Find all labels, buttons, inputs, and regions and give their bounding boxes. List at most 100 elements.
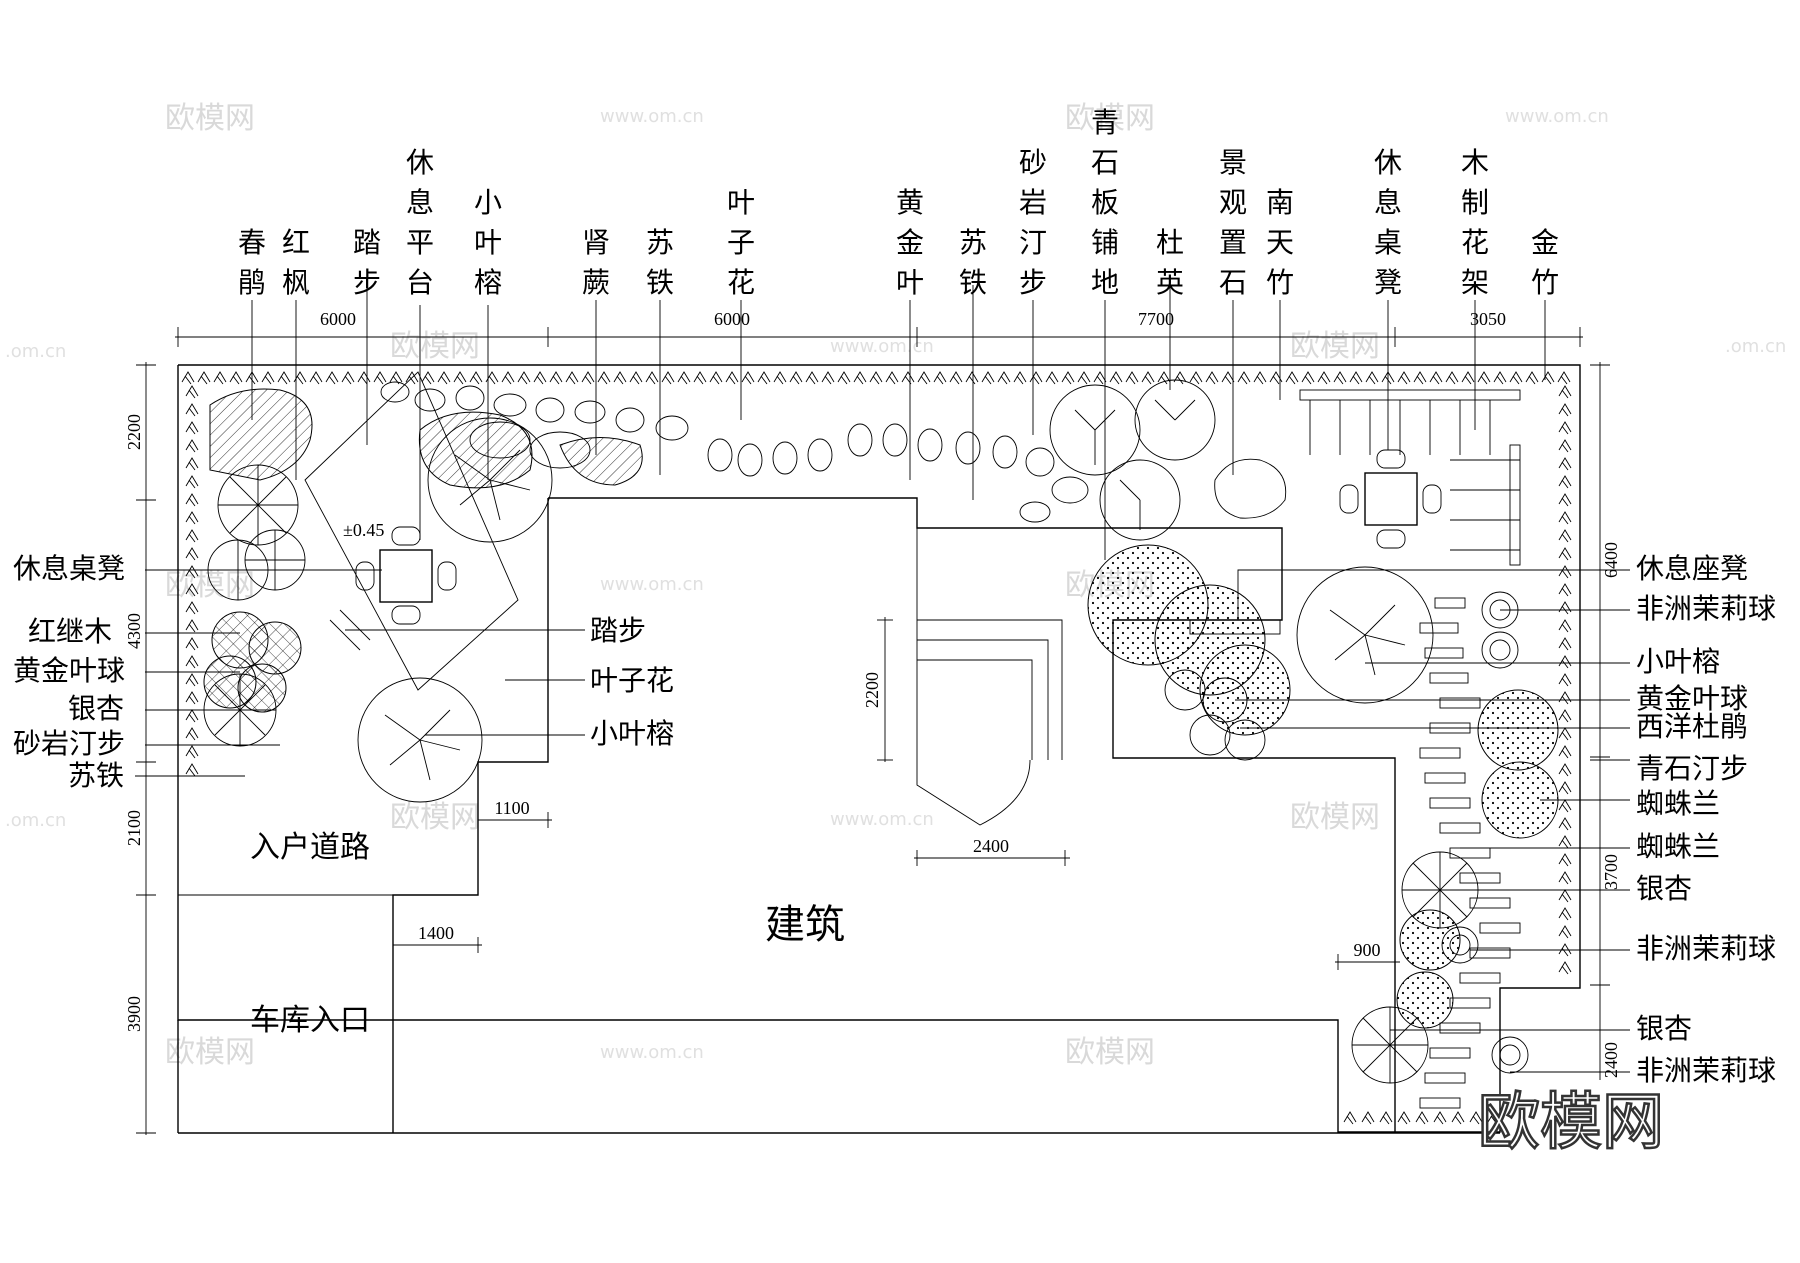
brand-logo-text: 欧模网 bbox=[1478, 1085, 1664, 1158]
table-left bbox=[379, 549, 433, 603]
label-top-shenjue: 肾蕨 bbox=[582, 226, 610, 299]
door-swing bbox=[916, 759, 1031, 826]
watermark-site: www.om.cn bbox=[830, 809, 934, 830]
watermark-tile: 欧模网 bbox=[165, 101, 255, 136]
leader-lines bbox=[135, 270, 1630, 1073]
watermark-site: .om.cn bbox=[5, 810, 66, 831]
dim-top-4: 3050 bbox=[1470, 309, 1506, 329]
watermark-tile: 欧模网 bbox=[1065, 101, 1155, 136]
watermark-tile: 欧模网 bbox=[390, 800, 480, 835]
dim-right-3: 2400 bbox=[1601, 1042, 1621, 1078]
dim-right-2: 3700 bbox=[1601, 854, 1621, 890]
label-top-xiuxi-pingtai: 休息平台 bbox=[406, 146, 434, 299]
watermark-site: www.om.cn bbox=[600, 574, 704, 595]
label-right-yinxing-2: 银杏 bbox=[1636, 1012, 1692, 1045]
site-outline bbox=[177, 364, 1581, 1134]
label-right-feizhou-molihua-3: 非洲茉莉球 bbox=[1636, 1054, 1776, 1087]
wooden-pergola bbox=[1299, 389, 1521, 566]
label-top-jinzhu: 金竹 bbox=[1531, 226, 1559, 299]
label-left-xiuxi-zhuodeng: 休息桌凳 bbox=[13, 552, 125, 585]
dim-top-1: 6000 bbox=[320, 309, 356, 329]
label-top-tabu: 踏步 bbox=[353, 226, 381, 299]
label-right-feizhou-molihua-1: 非洲茉莉球 bbox=[1636, 592, 1776, 625]
label-elevation: ±0.45 bbox=[343, 520, 384, 540]
label-top-chunjuan: 春鹃 bbox=[238, 226, 266, 299]
duying-trees bbox=[1049, 379, 1216, 541]
label-left-yinxing: 银杏 bbox=[68, 692, 124, 725]
dim-left-4: 3900 bbox=[124, 996, 144, 1032]
watermark-tile: 欧模网 bbox=[165, 568, 255, 603]
dim-top-3: 7700 bbox=[1138, 309, 1174, 329]
label-top-sutie-2: 苏铁 bbox=[959, 226, 987, 299]
left-labels: 休息桌凳 红继木 黄金叶球 银杏 砂岩汀步 苏铁 bbox=[13, 552, 125, 792]
watermark-site: www.om.cn bbox=[1505, 106, 1609, 127]
label-garage-entry: 车库入口 bbox=[250, 1003, 370, 1038]
dim-inner-2200: 2200 bbox=[862, 672, 882, 708]
entry-steps bbox=[916, 619, 1063, 826]
xiaoyerong-tree-right bbox=[1296, 566, 1434, 704]
xiaoyerong-tree-top bbox=[427, 417, 553, 543]
dim-left-2: 4300 bbox=[124, 613, 144, 649]
label-right-qingshi-tingbu: 青石汀步 bbox=[1636, 752, 1748, 785]
right-labels: 休息座凳 非洲茉莉球 小叶榕 黄金叶球 西洋杜鹃 青石汀步 蜘蛛兰 蜘蛛兰 银杏… bbox=[1636, 552, 1776, 1087]
label-left-huangjinyeqiu: 黄金叶球 bbox=[13, 654, 125, 687]
label-right-zhizhulan-2: 蜘蛛兰 bbox=[1636, 830, 1720, 863]
watermark-site: www.om.cn bbox=[600, 106, 704, 127]
label-right-yinxing-1: 银杏 bbox=[1636, 872, 1692, 905]
label-center-tabu: 踏步 bbox=[590, 614, 646, 647]
watermark-site: www.om.cn bbox=[830, 336, 934, 357]
label-right-feizhou-molihua-2: 非洲茉莉球 bbox=[1636, 932, 1776, 965]
label-right-huangjinyeqiu: 黄金叶球 bbox=[1636, 682, 1748, 715]
watermark-site: www.om.cn bbox=[600, 1042, 704, 1063]
label-top-xiuxi-zhuodeng: 休息桌凳 bbox=[1374, 146, 1402, 299]
building-outline-left bbox=[392, 498, 549, 1133]
label-top-sutie-1: 苏铁 bbox=[646, 226, 674, 299]
center-labels: 踏步 叶子花 小叶榕 bbox=[590, 614, 674, 750]
dim-left-1: 2200 bbox=[124, 414, 144, 450]
label-right-zhizhulan-1: 蜘蛛兰 bbox=[1636, 787, 1720, 820]
perimeter-hedge bbox=[181, 371, 1572, 1125]
label-building: 建筑 bbox=[765, 902, 845, 948]
label-left-hongjimu: 红继木 bbox=[28, 615, 112, 648]
building-outline-right bbox=[548, 497, 1396, 1133]
watermark-tile: 欧模网 bbox=[165, 1035, 255, 1070]
table-right bbox=[1364, 472, 1418, 526]
dim-top-2: 6000 bbox=[714, 309, 750, 329]
label-top-jingguan-zhishi: 景观置石 bbox=[1219, 146, 1247, 299]
label-right-xiaoyerong: 小叶榕 bbox=[1636, 645, 1720, 678]
label-right-xiuxi-zuodeng: 休息座凳 bbox=[1636, 552, 1748, 585]
watermark-site: .om.cn bbox=[5, 341, 66, 362]
dim-inner-1400: 1400 bbox=[418, 923, 454, 943]
watermark-site: .om.cn bbox=[1725, 336, 1786, 357]
site-boundary bbox=[177, 364, 1581, 1133]
watermark-tile: 欧模网 bbox=[390, 329, 480, 364]
table-set-left bbox=[355, 526, 457, 625]
label-left-sutie: 苏铁 bbox=[68, 759, 124, 792]
label-top-xiaoyerong: 小叶榕 bbox=[474, 186, 502, 299]
dim-inner-1100: 1100 bbox=[494, 798, 529, 818]
landscape-rock bbox=[1214, 458, 1287, 519]
rest-platform bbox=[304, 371, 519, 691]
label-top-yezihua: 叶子花 bbox=[727, 186, 755, 299]
watermark-tile: 欧模网 bbox=[1065, 1035, 1155, 1070]
label-top-duying: 杜英 bbox=[1156, 226, 1184, 299]
rest-platform-outline bbox=[304, 371, 519, 691]
watermark-layer: 欧模网 www.om.cn 欧模网 www.om.cn .om.cn 欧模网 w… bbox=[5, 101, 1786, 1070]
brand-logo-watermark: 欧模网 bbox=[1477, 1084, 1666, 1160]
stepping-stones-right bbox=[1419, 597, 1521, 1109]
watermark-tile: 欧模网 bbox=[1290, 329, 1380, 364]
label-top-huangjinye: 黄金叶 bbox=[896, 186, 924, 299]
area-labels: 入户道路 车库入口 建筑 ±0.45 bbox=[250, 520, 845, 1038]
xiaoyerong-tree-center bbox=[357, 677, 483, 803]
label-left-shayan-tingbu: 砂岩汀步 bbox=[13, 727, 125, 760]
label-top-qingshiban-pudi: 青石板铺地 bbox=[1091, 106, 1119, 299]
label-right-xiyang-dujuan: 西洋杜鹃 bbox=[1636, 710, 1748, 743]
rest-bench bbox=[1189, 619, 1281, 635]
table-set-right bbox=[1339, 449, 1442, 549]
label-top-hongfeng: 红枫 bbox=[282, 226, 310, 299]
watermark-tile: 欧模网 bbox=[1290, 800, 1380, 835]
label-entry-road: 入户道路 bbox=[250, 830, 370, 865]
trees bbox=[203, 379, 1529, 1084]
